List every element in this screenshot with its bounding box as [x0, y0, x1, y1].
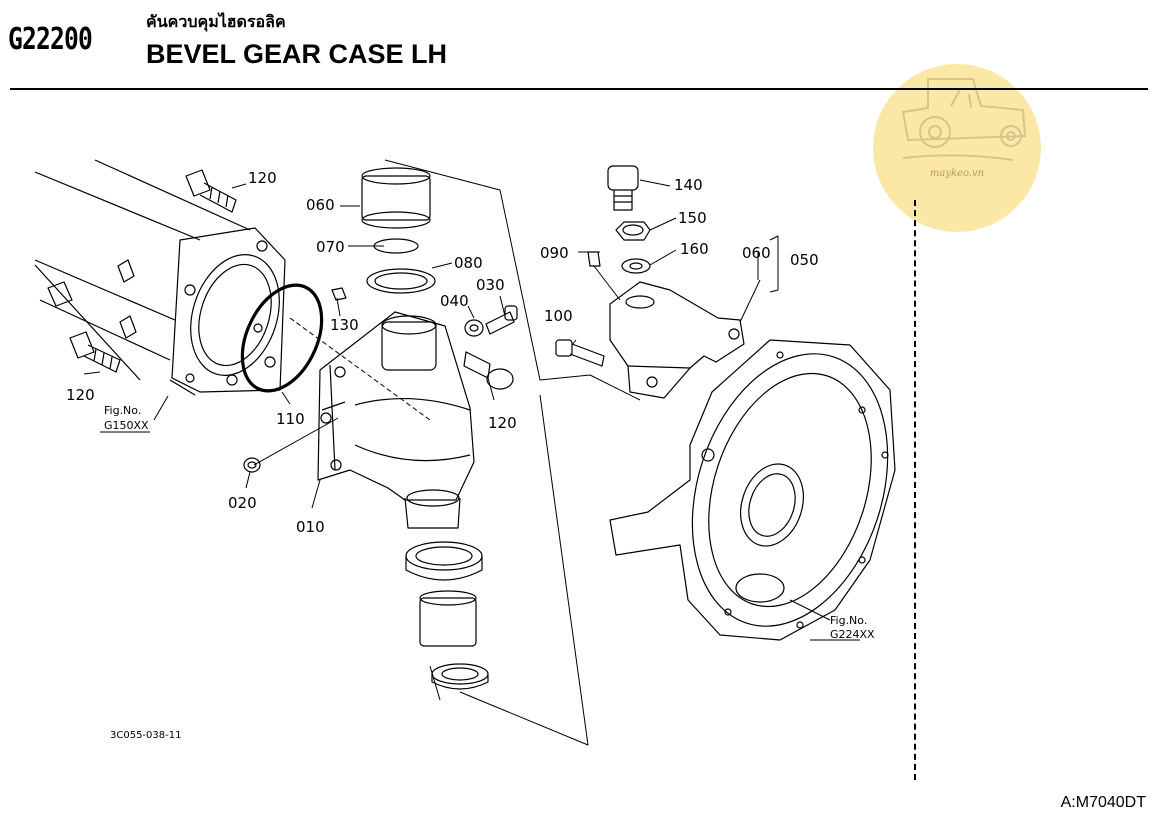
- assembly-lines: [83, 159, 860, 746]
- header-rule: [10, 88, 1148, 90]
- label-050: 050: [790, 251, 819, 269]
- gear-case-housing: [609, 339, 896, 641]
- label-160: 160: [680, 240, 709, 258]
- lower-bushing: [419, 590, 477, 647]
- bushing-060-top: [361, 167, 431, 229]
- label-130: 130: [330, 316, 359, 334]
- label-120-right: 120: [488, 414, 517, 432]
- label-070: 070: [316, 238, 345, 256]
- page-divider: [914, 200, 916, 780]
- lower-seal: [405, 541, 483, 581]
- bolt-120-top: [185, 169, 237, 213]
- page-code: G22200: [8, 22, 93, 57]
- label-110: 110: [276, 410, 305, 428]
- bolt-100: [555, 339, 605, 367]
- label-090: 090: [540, 244, 569, 262]
- label-100: 100: [544, 307, 573, 325]
- label-150: 150: [678, 209, 707, 227]
- label-010: 010: [296, 518, 325, 536]
- watermark-text: maykeo.vn: [929, 168, 985, 179]
- watermark-logo: maykeo.vn: [873, 64, 1041, 232]
- washer-020: [243, 457, 261, 473]
- ref-g150-label: Fig.No.: [104, 404, 141, 417]
- thrust-bearing: [431, 663, 489, 690]
- bolt-120-right: [463, 351, 514, 390]
- washer-160: [621, 258, 651, 274]
- label-040: 040: [440, 292, 469, 310]
- page-title: BEVEL GEAR CASE LH: [146, 39, 448, 69]
- label-060-top: 060: [306, 196, 335, 214]
- label-060-bracket: 060: [742, 244, 771, 262]
- label-140: 140: [674, 176, 703, 194]
- ref-g224-label: Fig.No.: [830, 614, 867, 627]
- o-ring-110: [240, 283, 324, 393]
- model-code: A:M7040DT: [1060, 794, 1146, 811]
- axle-housing: [34, 159, 286, 396]
- seal-080: [366, 268, 436, 294]
- bracket-060: [609, 281, 745, 399]
- label-020: 020: [228, 494, 257, 512]
- nut-040: [464, 319, 484, 337]
- ref-g150-code: G150XX: [104, 419, 149, 432]
- bolt-120-left: [69, 331, 121, 373]
- label-080: 080: [454, 254, 483, 272]
- label-120-left: 120: [66, 386, 95, 404]
- bolt-140: [607, 165, 639, 211]
- bolt-030: [485, 305, 518, 335]
- thai-title: คันควบคุมไฮดรอลิค: [146, 12, 286, 31]
- pin-130: [331, 287, 347, 301]
- grease-nipple-090: [587, 251, 601, 267]
- nut-150: [615, 221, 651, 241]
- label-120-top: 120: [248, 169, 277, 187]
- ref-g224-code: G224XX: [830, 628, 875, 641]
- drawing-code: 3C055-038-11: [110, 730, 182, 741]
- label-030: 030: [476, 276, 505, 294]
- bevel-gear-case-010: [317, 311, 475, 529]
